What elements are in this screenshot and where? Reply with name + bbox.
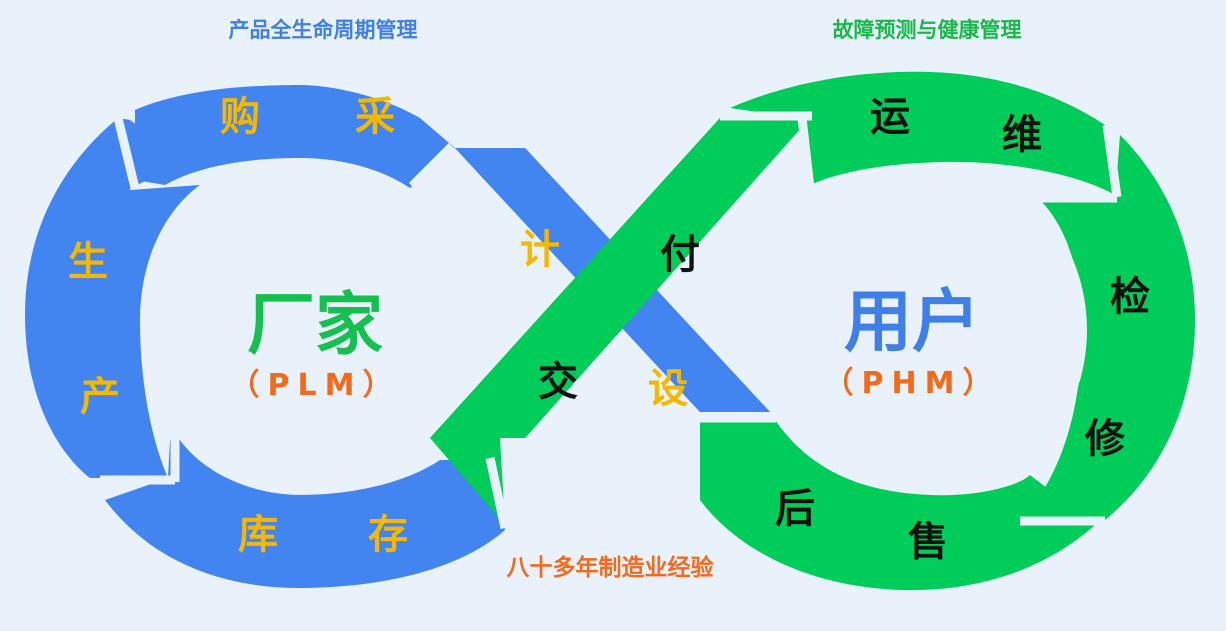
phm-labels: 交 付 运 维 检 修 后 售 bbox=[538, 93, 1150, 565]
plm-label-ku: 库 bbox=[238, 511, 278, 558]
plm-segment-arc-top-left bbox=[118, 118, 190, 190]
phm-label-fu: 付 bbox=[660, 231, 700, 278]
plm-title: 厂家 bbox=[247, 286, 383, 365]
plm-label-ji: 计 bbox=[520, 226, 560, 273]
phm-segment-maintenance bbox=[1020, 135, 1195, 520]
plm-label-cai: 采 bbox=[355, 93, 395, 140]
plm-label-she: 设 bbox=[648, 365, 688, 412]
caption-top-left: 产品全生命周期管理 bbox=[229, 18, 418, 42]
segment-separators bbox=[100, 111, 1122, 529]
phm-segment-aftersales bbox=[700, 420, 1095, 591]
phm-label-hou: 后 bbox=[775, 485, 815, 532]
plm-label-sheng: 生 bbox=[68, 238, 108, 285]
caption-top-right: 故障预测与健康管理 bbox=[833, 18, 1022, 42]
phm-label-jian: 检 bbox=[1110, 273, 1150, 320]
phm-crossing-overlay bbox=[430, 118, 810, 438]
plm-segment-production bbox=[25, 118, 200, 478]
plm-inner-disk bbox=[142, 163, 462, 483]
plm-label-chan: 产 bbox=[80, 373, 120, 420]
plm-label-gou: 购 bbox=[220, 93, 260, 140]
phm-title: 用户 bbox=[844, 283, 980, 362]
phm-inner-disk bbox=[803, 168, 1087, 492]
phm-label-xiu: 修 bbox=[1085, 415, 1126, 462]
caption-bottom: 八十多年制造业经验 bbox=[507, 554, 714, 581]
plm-acronym: （PLM） bbox=[230, 368, 401, 403]
plm-label-cun: 存 bbox=[368, 511, 408, 558]
phm-label-jiao: 交 bbox=[538, 358, 578, 405]
plm-labels: 购 采 计 设 库 存 生 产 bbox=[68, 93, 688, 558]
phm-label-yun: 运 bbox=[870, 93, 910, 140]
phm-label-wei: 维 bbox=[1002, 111, 1042, 158]
phm-acronym: （PHM） bbox=[824, 366, 1001, 401]
phm-label-shou: 售 bbox=[908, 518, 948, 565]
phm-segment-operation bbox=[730, 71, 1115, 195]
plm-segment-arc-top-right bbox=[300, 85, 455, 188]
plm-segment-inventory bbox=[105, 440, 505, 588]
